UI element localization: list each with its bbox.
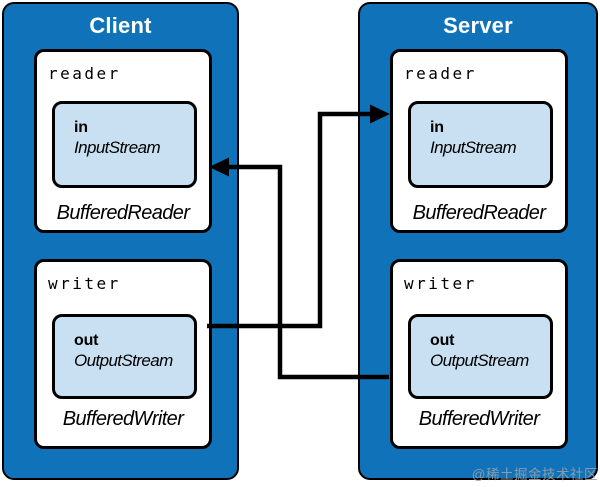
client-reader-label: reader [48,64,121,83]
server-reader-classname: BufferedReader [412,202,546,224]
client-out-field-type: OutputStream [74,351,173,370]
server-writer-label: writer [404,274,477,293]
server-writer-classname: BufferedWriter [418,408,540,430]
server-out-field-name: out [430,332,455,349]
client-in-field: in InputStream [52,101,197,188]
client-panel: Client reader in InputStream BufferedRea… [2,2,239,480]
client-writer-box: writer out OutputStream BufferedWriter [34,259,212,449]
server-panel: Server reader in InputStream BufferedRea… [358,2,598,480]
client-out-field-name: out [74,332,99,349]
server-in-field-type: InputStream [430,138,517,157]
server-in-field-name: in [430,119,444,136]
client-writer-label: writer [48,274,121,293]
client-panel-title: Client [89,13,152,38]
server-out-field-type: OutputStream [430,351,529,370]
client-reader-box: reader in InputStream BufferedReader [34,49,212,233]
client-writer-classname: BufferedWriter [62,408,184,430]
server-panel-title: Server [443,13,513,38]
client-reader-classname: BufferedReader [56,202,190,224]
server-reader-box: reader in InputStream BufferedReader [390,49,568,233]
client-in-field-name: in [74,119,88,136]
client-out-field: out OutputStream [52,314,197,399]
client-in-field-type: InputStream [74,138,161,157]
server-in-field: in InputStream [408,101,553,188]
server-out-field: out OutputStream [408,314,553,399]
server-reader-label: reader [404,64,477,83]
watermark: @稀土掘金技术社区 [471,467,598,482]
server-writer-box: writer out OutputStream BufferedWriter [390,259,568,449]
